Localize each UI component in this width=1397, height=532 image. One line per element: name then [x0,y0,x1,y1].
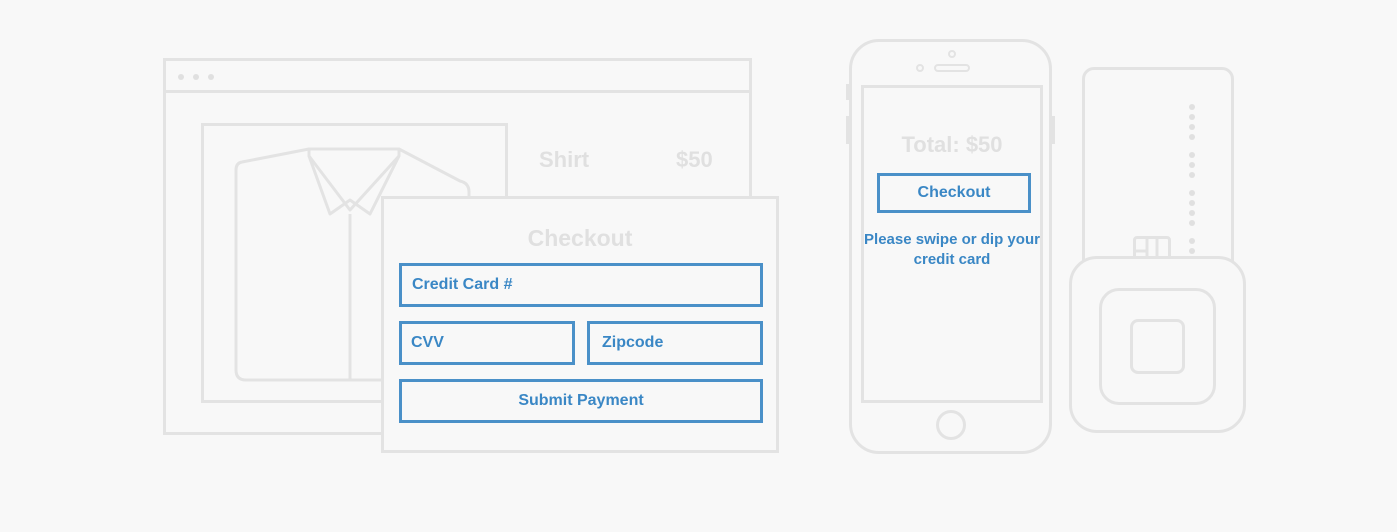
phone-side-button [1052,116,1055,144]
checkout-form: Checkout Credit Card # CVV Zipcode Submi… [381,196,779,453]
phone-checkout-button[interactable]: Checkout [877,173,1031,213]
phone-screen: Total: $50 Checkout Please swipe or dip … [861,85,1043,403]
submit-payment-button[interactable]: Submit Payment [399,379,763,423]
checkout-title: Checkout [527,225,633,251]
phone-total: Total: $50 [901,132,1003,157]
phone-home-button-icon [936,410,966,440]
smartphone-icon: Total: $50 Checkout Please swipe or dip … [849,39,1052,454]
card-reader-icon [1069,256,1246,433]
shirt-icon [234,147,471,382]
credit-card-field[interactable]: Credit Card # [399,263,763,307]
zipcode-field[interactable]: Zipcode [587,321,763,365]
card-reader-panel [1099,288,1216,405]
phone-side-button [846,84,849,100]
window-dot-icon [178,74,184,80]
window-dot-icon [208,74,214,80]
phone-swipe-message: Please swipe or dip your credit card [864,231,1040,268]
product-name: Shirt [539,147,590,172]
credit-card-icon [1082,67,1234,302]
phone-side-button [846,116,849,144]
product-price: $50 [676,147,713,172]
phone-speaker-icon [934,64,970,72]
window-dot-icon [193,74,199,80]
card-reader-button [1130,319,1185,374]
phone-sensor-icon [916,64,924,72]
browser-titlebar [166,61,749,93]
cvv-field[interactable]: CVV [399,321,575,365]
phone-camera-icon [948,50,956,58]
